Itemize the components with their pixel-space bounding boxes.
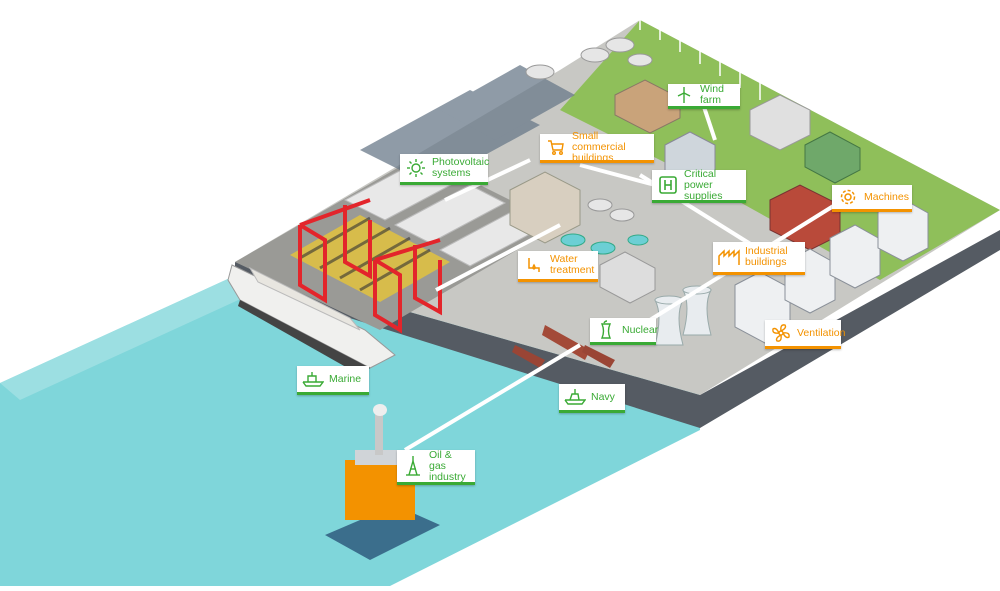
label-marine: Marine [329, 372, 362, 385]
gear-icon [837, 186, 859, 208]
callout-photovoltaic: Photovoltaic systems [400, 154, 489, 185]
label-nuclear: Nuclear [622, 323, 659, 336]
oil-rig-icon [402, 455, 424, 477]
navy-ships [512, 325, 615, 368]
label-small-commercial: Small commercial buildings [572, 129, 626, 164]
callout-navy: Navy [559, 384, 625, 413]
callout-water-treatment: Water treatment [518, 251, 598, 282]
label-wind-farm: Wind farm [700, 83, 724, 106]
water-treatment-pools [560, 233, 649, 255]
callout-machines: Machines [832, 185, 912, 212]
sun-icon [405, 157, 427, 179]
callout-small-commercial: Small commercial buildings [540, 129, 654, 164]
water-drop-icon [523, 254, 545, 276]
wind-turbines [639, 8, 761, 100]
callout-industrial-buildings: Industrial buildings [713, 242, 805, 275]
port-cranes [298, 198, 442, 334]
callout-marine: Marine [297, 366, 369, 395]
label-photovoltaic: Photovoltaic systems [432, 156, 490, 179]
city-buildings [509, 79, 861, 304]
storage-tanks [525, 37, 653, 222]
factory-icon [718, 246, 740, 268]
label-ventilation: Ventilation [797, 326, 846, 339]
cooling-towers [654, 285, 712, 346]
label-navy: Navy [591, 390, 615, 403]
fan-icon [770, 322, 792, 344]
label-industrial-buildings: Industrial buildings [745, 245, 788, 268]
ship-icon [302, 368, 324, 390]
callout-critical-power: Critical power supplies [652, 167, 746, 203]
wind-turbine-icon [673, 84, 695, 106]
label-critical-power: Critical power supplies [684, 167, 723, 202]
callout-nuclear: Nuclear [590, 318, 658, 345]
callout-wind-farm: Wind farm [668, 84, 740, 109]
callout-ventilation: Ventilation [765, 320, 845, 349]
label-machines: Machines [864, 190, 909, 203]
shopping-cart-icon [545, 136, 567, 158]
cooling-tower-icon [595, 319, 617, 341]
navy-ship-icon [564, 386, 586, 408]
label-water-treatment: Water treatment [550, 253, 595, 276]
residential-towers [734, 198, 929, 344]
label-oil-gas: Oil & gas industry [429, 448, 466, 483]
callout-oil-gas: Oil & gas industry [397, 448, 475, 485]
hospital-h-icon [657, 174, 679, 196]
container-ship [227, 264, 396, 375]
